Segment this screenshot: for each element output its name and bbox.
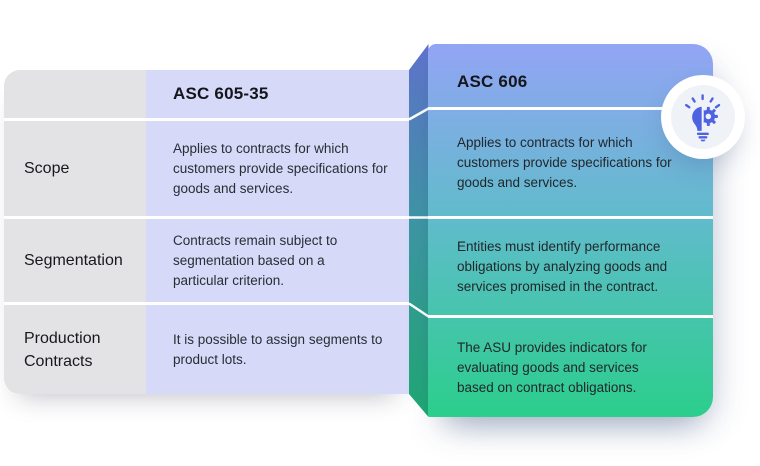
row-divider — [428, 107, 713, 110]
asc605-production-cell: It is possible to assign segments to pro… — [146, 305, 409, 394]
row-header-production-contracts: Production Contracts — [4, 305, 146, 394]
asc606-title: ASC 606 — [457, 71, 528, 91]
idea-badge — [661, 75, 745, 159]
row-divider — [4, 216, 409, 219]
row-divider — [4, 302, 409, 305]
lightbulb-gear-icon — [685, 94, 721, 142]
asc605-scope-cell: Applies to contracts for which customers… — [146, 121, 409, 216]
corner-spacer-cell — [4, 70, 146, 118]
row-header-scope: Scope — [4, 121, 146, 216]
asc605-segmentation-cell: Contracts remain subject to segmentation… — [146, 219, 409, 302]
asc606-column-header: ASC 606 — [428, 44, 713, 107]
row-header-segmentation: Segmentation — [4, 219, 146, 302]
row-divider — [428, 216, 713, 219]
row-divider — [4, 118, 409, 121]
asc606-scope-cell: Applies to contracts for which customers… — [457, 135, 672, 190]
row-divider — [428, 315, 713, 318]
asc605-table: ASC 605-35 Scope Applies to contracts fo… — [4, 70, 409, 394]
idea-badge-inner-circle — [671, 85, 735, 149]
asc605-column-header: ASC 605-35 — [146, 70, 409, 118]
asc606-panel: ASC 606 Applies to contracts for which c… — [428, 44, 713, 417]
asc606-production-cell: The ASU provides indicators for evaluati… — [457, 339, 647, 395]
asc606-segmentation-cell: Entities must identify performance oblig… — [457, 239, 668, 294]
asc605-title: ASC 605-35 — [173, 84, 269, 103]
panel-3d-edge — [408, 44, 430, 417]
